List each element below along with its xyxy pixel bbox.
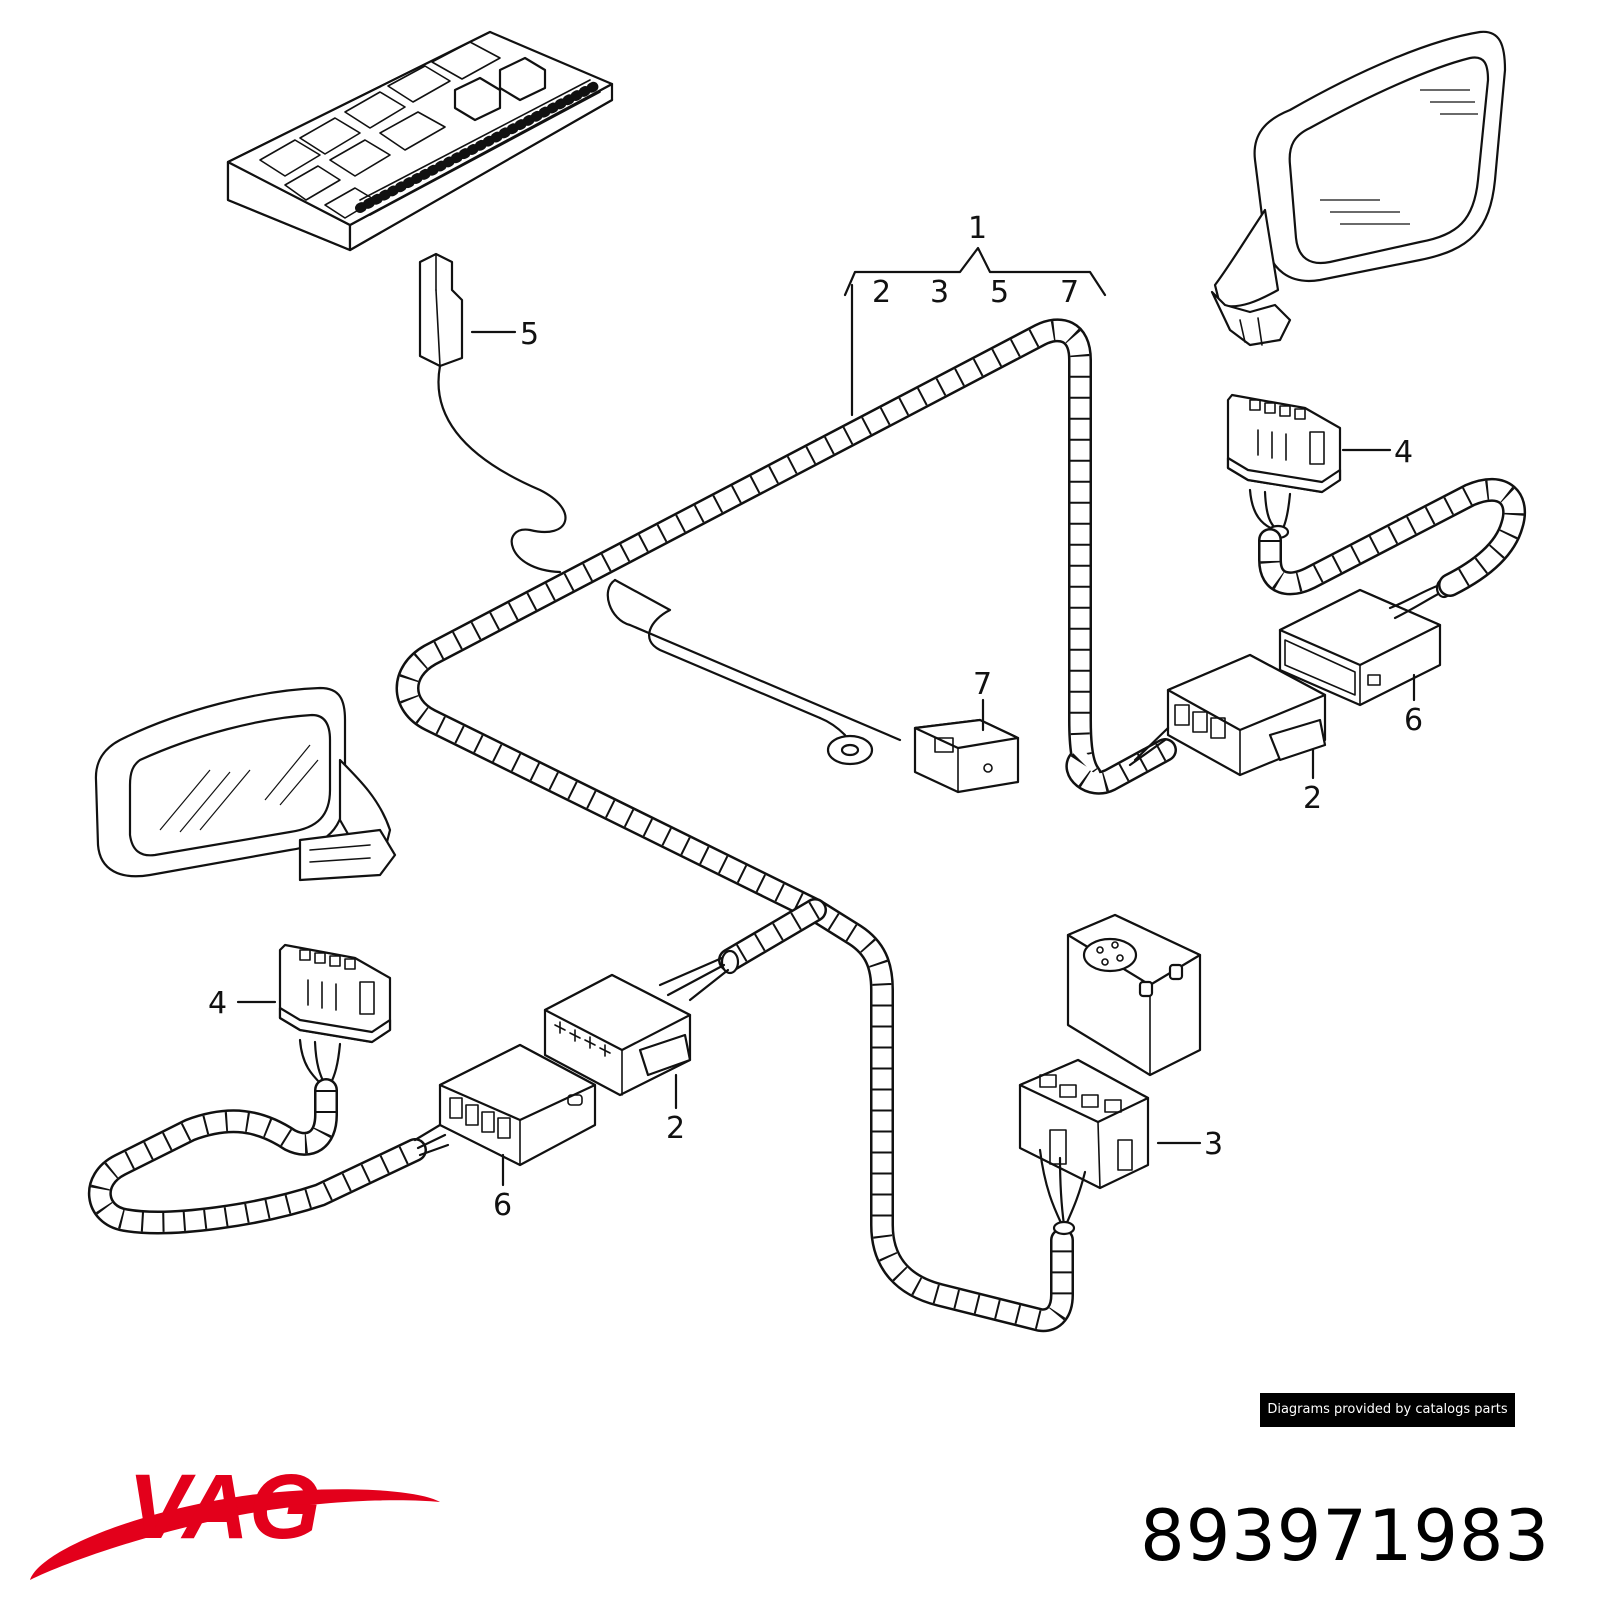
right-inline-plug [1128,653,1327,777]
callout-left-mirror-connector: 4 [208,986,227,1021]
callout-ground-connector: 7 [973,667,992,702]
ground-ring-terminal [826,734,874,766]
part-number: 893971983 [1140,1495,1550,1577]
right-mirror-harness [1258,477,1527,597]
leader-lines [236,246,1416,1187]
ground-connector [913,718,1020,794]
left-mirror-connector [278,943,392,1096]
callout-left-inline-plug: 2 [666,1111,685,1146]
right-mirror [1210,30,1507,347]
callout-harness: 1 [968,211,987,246]
switch-connector [1018,1058,1150,1236]
left-mirror-harness [88,1078,450,1235]
brand-logo: VAG [30,1456,440,1580]
callout-labels: 1 2 3 5 7 5 4 6 2 7 4 2 6 3 [208,211,1423,1223]
callout-right-mirror-connector: 4 [1394,435,1413,470]
callout-right-inline-socket: 6 [1404,703,1423,738]
logo-swoosh [30,1489,440,1580]
callout-left-inline-socket: 6 [493,1188,512,1223]
callout-switch-connector: 3 [1204,1127,1223,1162]
callout-harness-sub-7: 7 [1060,275,1079,310]
callout-harness-sub-5: 5 [990,275,1009,310]
left-inline-plug [543,973,692,1097]
callout-harness-sub-3: 3 [930,275,949,310]
mirror-adjust-switch [1066,913,1202,1077]
callout-relay-socket: 5 [520,317,539,352]
fuse-relay-panel [226,30,614,252]
right-inline-socket [1278,577,1453,707]
callout-harness-sub-2: 2 [872,275,891,310]
brand-name: VAG [128,1456,321,1558]
right-mirror-connector [1226,393,1342,540]
watermark-banner: Diagrams provided by catalogs parts [1260,1393,1515,1427]
left-inline-socket [438,1043,597,1167]
main-harness [395,318,1177,1333]
callout-right-inline-plug: 2 [1303,781,1322,816]
left-mirror [94,686,397,882]
relay-socket [418,252,567,574]
